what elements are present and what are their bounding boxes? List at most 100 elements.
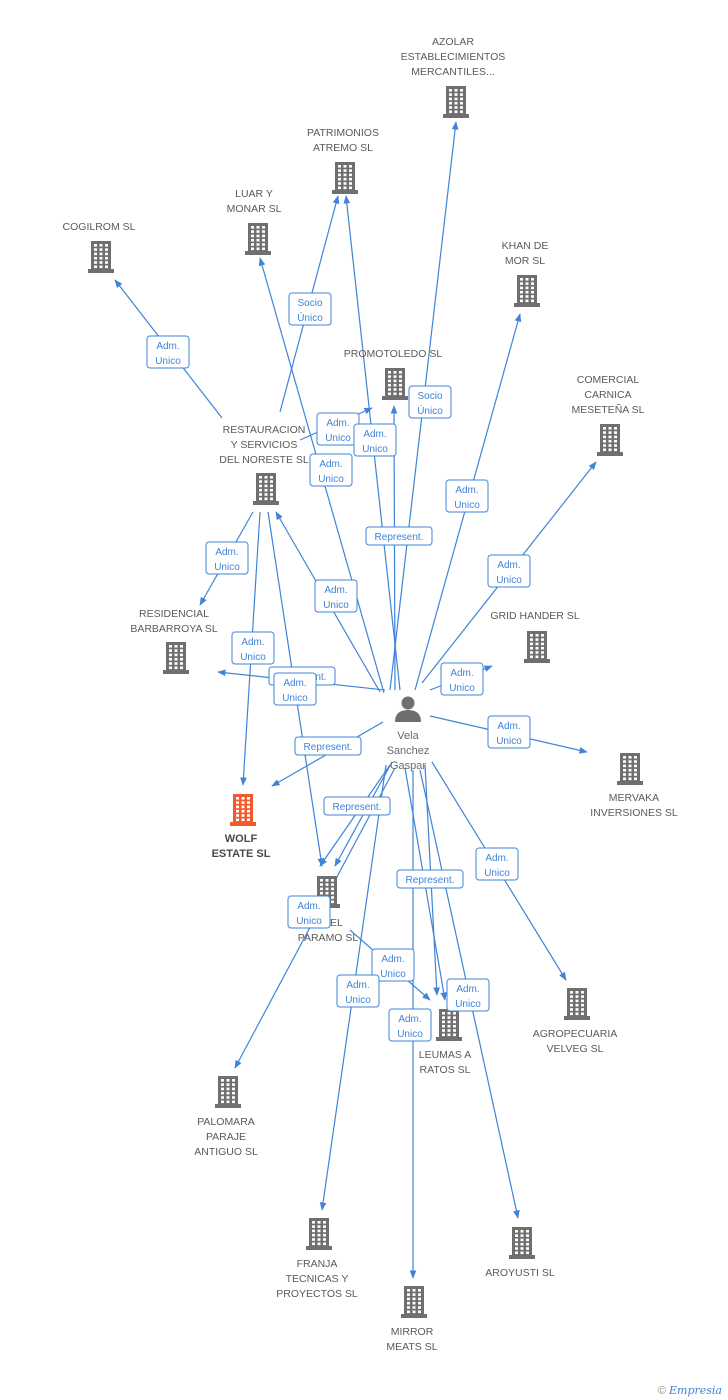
company-label-line[interactable]: PARAJE — [206, 1131, 246, 1143]
company-label-line[interactable]: RESTAURACION — [223, 424, 306, 436]
company-node-franja-tecnicas[interactable]: FRANJA TECNICAS Y PROYECTOS SL — [276, 1218, 358, 1300]
company-label-line[interactable]: MESETEÑA SL — [572, 403, 645, 416]
company-layer: AZOLAR ESTABLECIMIENTOS MERCANTILES... PATR… — [63, 36, 678, 1353]
company-node-azolar[interactable]: AZOLAR ESTABLECIMIENTOS MERCANTILES... — [401, 36, 506, 118]
company-node-mirror-meats[interactable]: MIRROR MEATS SL — [386, 1286, 438, 1353]
building-icon[interactable] — [617, 753, 643, 785]
company-label-line[interactable]: MERVAKA — [609, 792, 659, 804]
company-node-aroyusti[interactable]: AROYUSTI SL — [485, 1227, 555, 1279]
building-icon[interactable] — [514, 275, 540, 307]
building-icon[interactable] — [382, 368, 408, 400]
company-label-line[interactable]: FRANJA — [297, 1258, 338, 1270]
person-icon[interactable] — [395, 696, 421, 723]
relation-label-text: Represent. — [375, 532, 424, 543]
company-label-line[interactable]: ATREMO SL — [313, 142, 373, 154]
building-icon[interactable] — [597, 424, 623, 456]
building-icon[interactable] — [509, 1227, 535, 1259]
company-label-line[interactable]: COGILROM SL — [63, 221, 136, 233]
company-node-wolf-estate[interactable]: WOLF ESTATE SL — [212, 794, 271, 860]
relation-label-text: Unico — [318, 474, 344, 485]
relation-label-text: Único — [297, 311, 323, 324]
company-node-agropecuaria-velveg[interactable]: AGROPECUARIA VELVEG SL — [533, 988, 618, 1055]
company-label-line[interactable]: DEL NORESTE SL — [219, 454, 309, 466]
building-icon[interactable] — [306, 1218, 332, 1250]
company-node-leumas-a-ratos[interactable]: LEUMAS A RATOS SL — [419, 1009, 472, 1076]
company-label-line[interactable]: PATRIMONIOS — [307, 127, 379, 139]
person-label-line[interactable]: Vela — [397, 730, 419, 742]
relation-label: Represent. — [365, 526, 433, 546]
building-icon[interactable] — [215, 1076, 241, 1108]
company-label-line[interactable]: MERCANTILES... — [411, 66, 494, 78]
company-label-line[interactable]: ANTIGUO SL — [194, 1146, 258, 1158]
relation-label: Adm.Unico — [273, 672, 317, 706]
relation-label: Adm.Unico — [440, 662, 484, 696]
relation-label-text: Unico — [496, 575, 522, 586]
building-icon-base — [514, 303, 540, 307]
company-label-line[interactable]: MONAR SL — [227, 203, 282, 215]
company-label-line[interactable]: AGROPECUARIA — [533, 1028, 618, 1040]
company-node-residencial-barbarroya[interactable]: RESIDENCIAL BARBARROYA SL — [130, 608, 218, 674]
company-label-line[interactable]: CARNICA — [584, 389, 631, 401]
company-label-line[interactable]: MEATS SL — [386, 1341, 437, 1353]
building-icon[interactable] — [332, 162, 358, 194]
building-icon[interactable] — [443, 86, 469, 118]
company-label-line[interactable]: VELVEG SL — [546, 1043, 603, 1055]
company-node-mervaka[interactable]: MERVAKA INVERSIONES SL — [590, 753, 678, 819]
relation-label-text: Unico — [496, 736, 522, 747]
relation-label-text: Unico — [240, 652, 266, 663]
building-icon[interactable] — [163, 642, 189, 674]
company-node-khan-de-mor[interactable]: KHAN DE MOR SL — [502, 240, 549, 307]
company-label-line[interactable]: MOR SL — [505, 255, 545, 267]
person-label-line[interactable]: Gaspar — [390, 760, 426, 772]
building-icon-base — [597, 452, 623, 456]
company-label-line[interactable]: BARBARROYA SL — [130, 623, 217, 635]
company-node-promotoledo[interactable]: PROMOTOLEDO SL — [344, 348, 443, 400]
company-label-line[interactable]: PARAMO SL — [298, 932, 359, 944]
company-label-line[interactable]: LEUMAS A — [419, 1049, 472, 1061]
relation-label-text: Socio — [417, 391, 442, 402]
company-label-line[interactable]: RATOS SL — [420, 1064, 471, 1076]
relation-label-text: Unico — [362, 444, 388, 455]
building-icon[interactable] — [230, 794, 256, 826]
building-icon[interactable] — [524, 631, 550, 663]
building-icon[interactable] — [253, 473, 279, 505]
company-label-line[interactable]: AZOLAR — [432, 36, 474, 48]
relation-label: Adm.Unico — [336, 974, 380, 1008]
company-label-line[interactable]: PROMOTOLEDO SL — [344, 348, 443, 360]
person-label-line[interactable]: Sanchez — [387, 745, 430, 757]
brand-logo[interactable]: Empresia — [669, 1384, 722, 1397]
company-label-line[interactable]: INVERSIONES SL — [590, 807, 678, 819]
company-node-patrimonios-atremo[interactable]: PATRIMONIOS ATREMO SL — [307, 127, 379, 194]
company-label-line[interactable]: COMERCIAL — [577, 374, 640, 386]
company-label-line[interactable]: TECNICAS Y — [286, 1273, 349, 1285]
company-node-luar-y-monar[interactable]: LUAR Y MONAR SL — [227, 188, 282, 255]
company-node-restauracion[interactable]: RESTAURACION Y SERVICIOS DEL NORESTE SL — [219, 424, 309, 505]
building-icon[interactable] — [436, 1009, 462, 1041]
relation-label-text: Represent. — [304, 742, 353, 753]
relation-label-text: Represent. — [406, 875, 455, 886]
company-label-line[interactable]: RESIDENCIAL — [139, 608, 209, 620]
company-label-line[interactable]: KHAN DE — [502, 240, 549, 252]
company-label-line[interactable]: PROYECTOS SL — [276, 1288, 358, 1300]
company-node-grid-hander[interactable]: GRID HANDER SL — [490, 610, 580, 663]
building-icon[interactable] — [88, 241, 114, 273]
company-label-line[interactable]: LUAR Y — [235, 188, 273, 200]
company-label-line[interactable]: WOLF — [225, 833, 258, 845]
company-label-line[interactable]: ESTABLECIMIENTOS — [401, 51, 506, 63]
building-icon[interactable] — [564, 988, 590, 1020]
company-label-line[interactable]: GRID HANDER SL — [490, 610, 579, 622]
company-label-line[interactable]: MIRROR — [391, 1326, 434, 1338]
building-icon[interactable] — [245, 223, 271, 255]
company-label-line[interactable]: AROYUSTI SL — [485, 1267, 555, 1279]
building-icon[interactable] — [401, 1286, 427, 1318]
company-node-comercial-carnica[interactable]: COMERCIAL CARNICA MESETEÑA SL — [572, 374, 645, 456]
building-icon-base — [401, 1314, 427, 1318]
company-label-line[interactable]: ESTATE SL — [212, 848, 271, 860]
company-label-line[interactable]: PALOMARA — [197, 1116, 255, 1128]
company-node-cogilrom[interactable]: COGILROM SL — [63, 221, 136, 273]
company-label-line[interactable]: Y SERVICIOS — [231, 439, 298, 451]
relation-label: Adm.Unico — [309, 453, 353, 487]
company-node-palomara[interactable]: PALOMARA PARAJE ANTIGUO SL — [194, 1076, 258, 1158]
